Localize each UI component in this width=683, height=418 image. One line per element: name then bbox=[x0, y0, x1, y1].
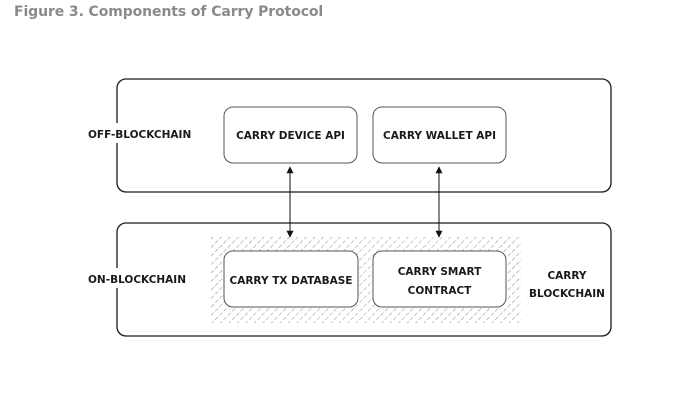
wallet-api-label: CARRY WALLET API bbox=[383, 130, 496, 142]
device-api-box bbox=[223, 106, 358, 164]
layer-label-mask-off bbox=[110, 123, 194, 143]
device-api-label: CARRY DEVICE API bbox=[236, 130, 345, 142]
layer-label-mask-on bbox=[110, 268, 194, 288]
on-blockchain-label: ON-BLOCKCHAIN bbox=[88, 274, 186, 286]
figure-caption: Figure 3. Components of Carry Protocol bbox=[14, 4, 324, 20]
smart-contract-box bbox=[372, 250, 507, 308]
wallet-api-box bbox=[372, 106, 507, 164]
smart-contract-label-line2: CONTRACT bbox=[408, 285, 472, 297]
tx-database-label: CARRY TX DATABASE bbox=[230, 275, 353, 287]
smart-contract-label-line1: CARRY SMART bbox=[398, 266, 482, 278]
carry-blockchain-label-line2: BLOCKCHAIN bbox=[529, 288, 605, 300]
carry-blockchain-label-line1: CARRY bbox=[547, 270, 586, 282]
off-blockchain-label: OFF-BLOCKCHAIN bbox=[88, 129, 191, 141]
tx-database-box bbox=[223, 250, 359, 308]
